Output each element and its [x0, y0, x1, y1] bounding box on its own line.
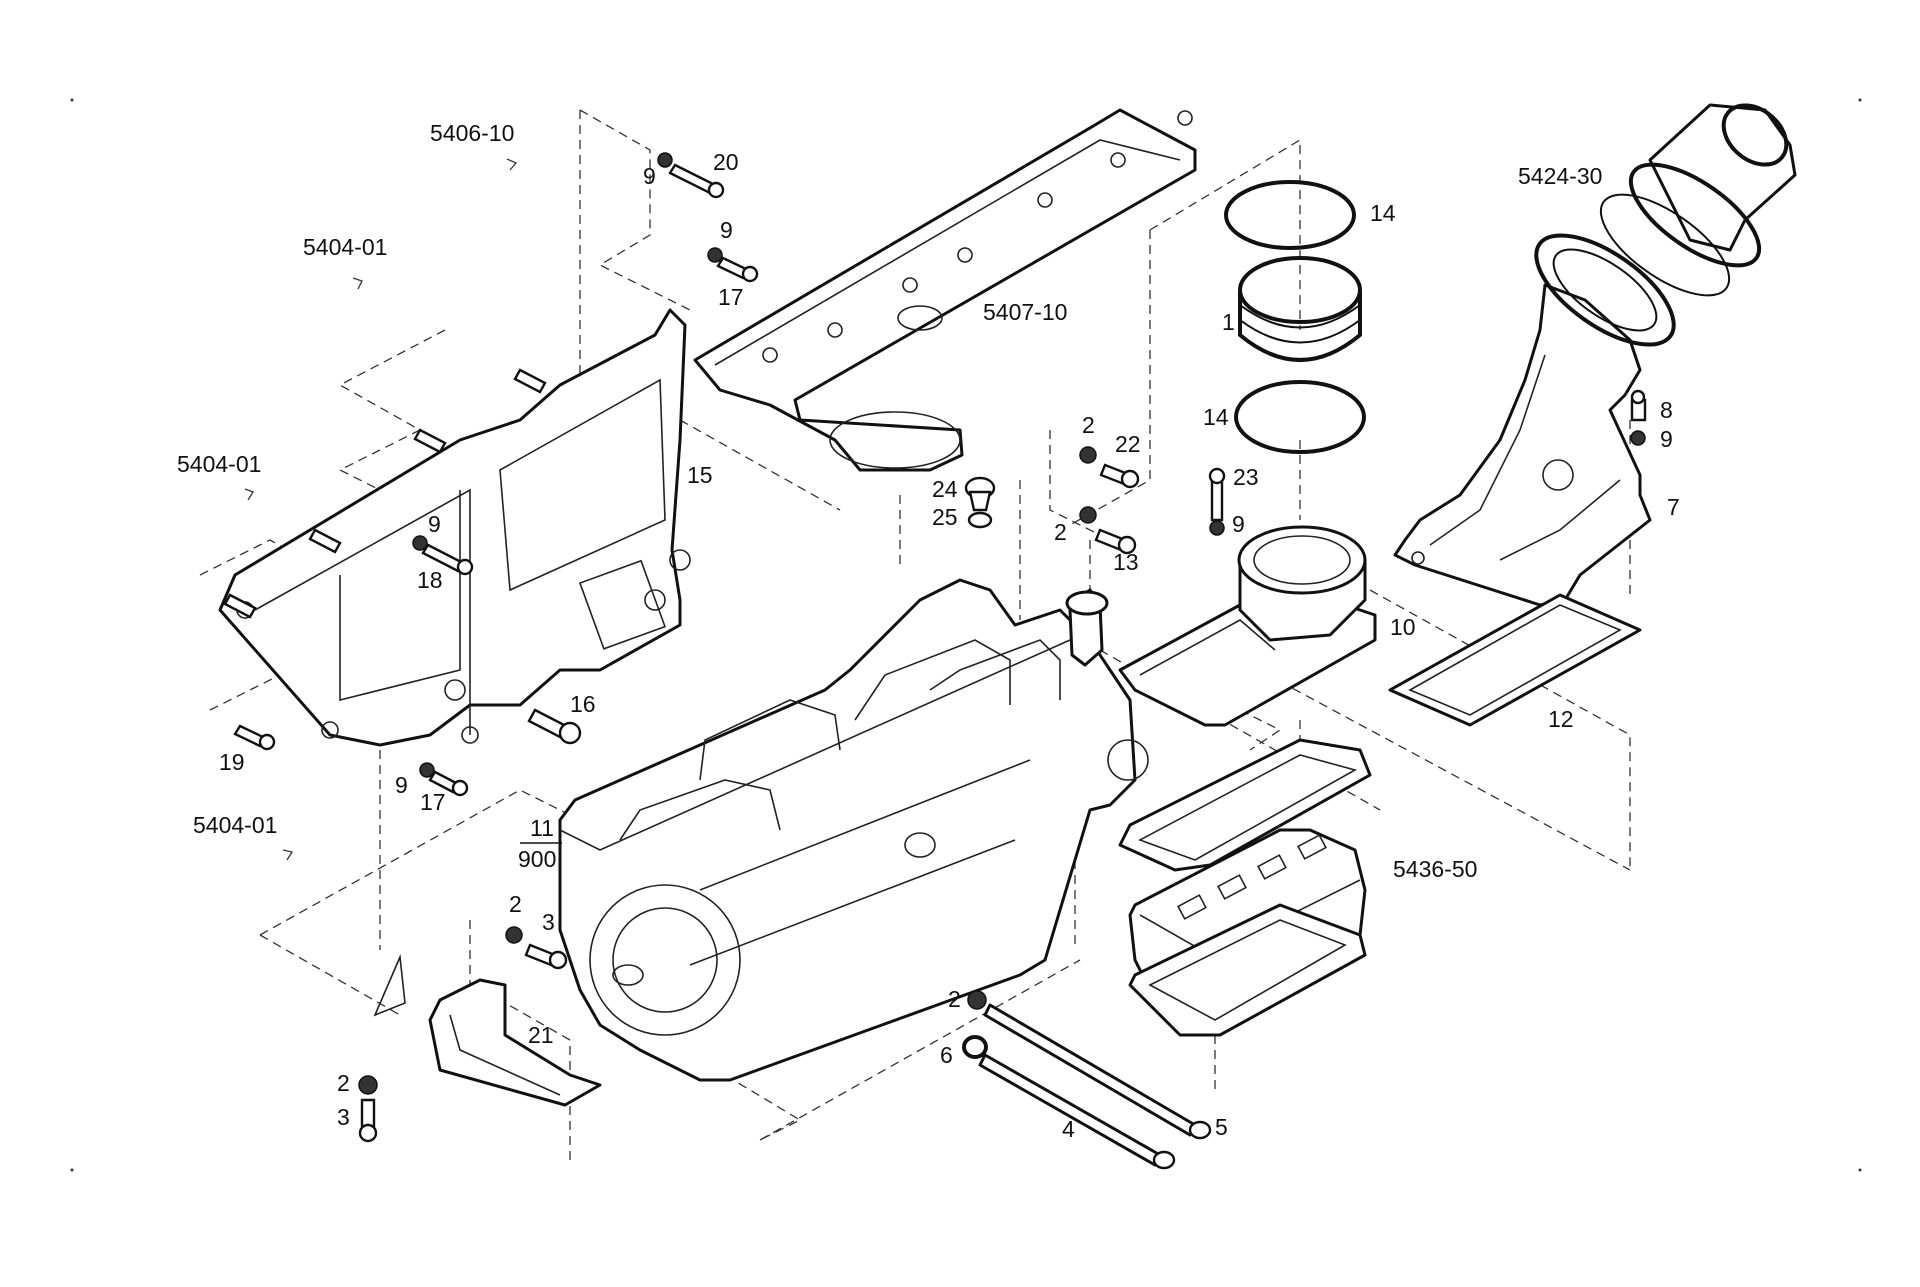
- part-label-22: 22: [1115, 431, 1141, 457]
- ref-label-5404-01-top: 5404-01: [303, 234, 387, 260]
- part-label-8: 8: [1660, 397, 1673, 423]
- part-label-12: 12: [1548, 706, 1574, 732]
- part-label-9-f: 9: [1660, 426, 1673, 452]
- ref-label-900: 900: [518, 846, 556, 872]
- corner-marks: [70, 98, 1862, 1172]
- fasteners: [223, 152, 1647, 1143]
- sleeve-1: [1238, 256, 1362, 362]
- part-label-16: 16: [570, 691, 596, 717]
- part-label-17-a: 17: [718, 284, 744, 310]
- part-label-13: 13: [1113, 549, 1139, 575]
- part-label-2-b: 2: [1054, 519, 1067, 545]
- part-label-23: 23: [1233, 464, 1259, 490]
- cooler-core-5436-50: [1118, 738, 1372, 1037]
- tie-rod-5: [983, 1003, 1212, 1140]
- part-label-2-a: 2: [1082, 412, 1095, 438]
- part-label-9-a: 9: [643, 163, 656, 189]
- part-label-24: 24: [932, 476, 958, 502]
- part-label-14-a: 14: [1370, 200, 1396, 226]
- ref-label-5404-01-mid: 5404-01: [177, 451, 261, 477]
- part-label-3-b: 3: [337, 1104, 350, 1130]
- gasket-12: [1388, 593, 1642, 727]
- part-label-19: 19: [219, 749, 245, 775]
- ref-label-5436-50: 5436-50: [1393, 856, 1477, 882]
- outlet-elbow-7: [1393, 283, 1652, 607]
- part-label-9-d: 9: [395, 772, 408, 798]
- part-labels: 5406-10 5404-01 5404-01 5404-01 5407-10 …: [177, 120, 1680, 1142]
- part-label-14-b: 14: [1203, 404, 1229, 430]
- part-label-21: 21: [528, 1022, 554, 1048]
- part-label-2-c: 2: [509, 891, 522, 917]
- part-label-9-e: 9: [1232, 511, 1245, 537]
- part-label-3-a: 3: [542, 909, 555, 935]
- housing-outlet-elbow: [1065, 588, 1109, 667]
- part-label-10: 10: [1390, 614, 1416, 640]
- seal-ring-14-bottom: [1234, 380, 1366, 454]
- part-label-9-c: 9: [428, 511, 441, 537]
- part-label-2-d: 2: [337, 1070, 350, 1096]
- seal-ring-14-top: [1224, 180, 1356, 250]
- part-label-15: 15: [687, 462, 713, 488]
- part-label-2-e: 2: [948, 986, 961, 1012]
- ref-label-5424-30: 5424-30: [1518, 163, 1602, 189]
- part-label-5: 5: [1215, 1114, 1228, 1140]
- bracket-21: [428, 978, 602, 1107]
- ref-label-5404-01-bottom: 5404-01: [193, 812, 277, 838]
- part-label-20: 20: [713, 149, 739, 175]
- part-label-1: 1: [1222, 309, 1235, 335]
- part-label-6: 6: [940, 1042, 953, 1068]
- ref-label-11: 11: [530, 815, 554, 841]
- part-label-9-b: 9: [720, 217, 733, 243]
- main-housing-11-900: [558, 578, 1149, 1082]
- tie-rod-4: [978, 1053, 1176, 1170]
- reference-arrows: [244, 158, 518, 1017]
- part-label-4: 4: [1062, 1116, 1075, 1142]
- outlet-tube-5424-30: [1534, 103, 1797, 347]
- part-label-25: 25: [932, 504, 958, 530]
- cover-plate-15: [218, 308, 691, 747]
- part-label-18: 18: [417, 567, 443, 593]
- exhaust-manifold-5407-10: [693, 108, 1197, 472]
- part-label-7: 7: [1667, 494, 1680, 520]
- adapter-plate-10: [1118, 525, 1377, 727]
- ref-label-5406-10: 5406-10: [430, 120, 514, 146]
- ref-label-5407-10: 5407-10: [983, 299, 1067, 325]
- part-label-17-b: 17: [420, 789, 446, 815]
- assembly-leader-lines: [199, 109, 1631, 1160]
